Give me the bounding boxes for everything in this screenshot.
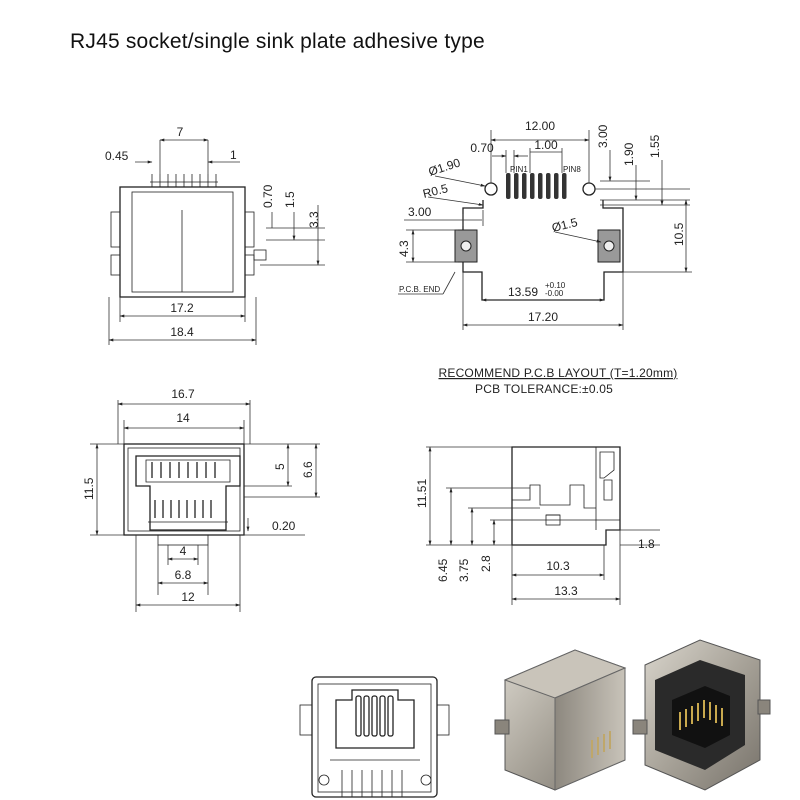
- dim-3-00: 3.00: [408, 205, 432, 219]
- dim-7: 7: [177, 125, 184, 139]
- front-view-drawing: [90, 400, 320, 612]
- dim-2-8: 2.8: [479, 555, 493, 572]
- connector-front-outline: [299, 676, 450, 798]
- tolerance-note: PCB TOLERANCE:±0.05: [475, 382, 613, 396]
- side-view-drawing: [426, 446, 660, 605]
- dim-16-7: 16.7: [171, 387, 195, 401]
- dim-4: 4: [180, 544, 187, 558]
- dim-0-70: 0.70: [261, 184, 275, 208]
- top-view-drawing: [108, 138, 325, 345]
- dim-0-70-pcb: 0.70: [470, 141, 494, 155]
- connector-photo-front: [632, 639, 771, 791]
- dim-12-00: 12.00: [525, 119, 555, 133]
- dim-r0-5: R0.5: [421, 181, 449, 201]
- dim-6-8: 6.8: [175, 568, 192, 582]
- tolerance-upper: +0.10: [545, 281, 566, 290]
- dim-0-20: 0.20: [272, 519, 296, 533]
- dim-1-90: 1.90: [622, 142, 636, 166]
- dim-10-5: 10.5: [672, 222, 686, 246]
- pin8-label: PIN8: [563, 165, 581, 174]
- dim-10-3: 10.3: [546, 559, 570, 573]
- dim-1-8: 1.8: [638, 537, 655, 551]
- dim-17-20: 17.20: [528, 310, 558, 324]
- dim-1: 1: [230, 148, 237, 162]
- dim-13-59: 13.59: [508, 285, 538, 299]
- tolerance-lower: -0.00: [545, 289, 564, 298]
- dim-18-4: 18.4: [170, 325, 194, 339]
- dim-4-3: 4.3: [397, 240, 411, 257]
- pin1-label: PIN1: [510, 165, 528, 174]
- dim-1-00: 1.00: [534, 138, 558, 152]
- dim-1-5: 1.5: [283, 191, 297, 208]
- page-title: RJ45 socket/single sink plate adhesive t…: [70, 30, 485, 53]
- dim-11-5: 11.5: [82, 477, 96, 500]
- dim-3-3: 3.3: [307, 211, 321, 228]
- dim-12: 12: [181, 590, 195, 604]
- dim-14: 14: [176, 411, 190, 425]
- dim-6-45: 6.45: [436, 558, 450, 582]
- dim-dia-1-5: Ø1.5: [550, 215, 579, 235]
- dim-13-3: 13.3: [554, 584, 578, 598]
- dim-6-6: 6.6: [301, 461, 315, 478]
- layout-note: RECOMMEND P.C.B LAYOUT (T=1.20mm): [439, 366, 678, 380]
- dim-dia-1-90: Ø1.90: [427, 155, 463, 179]
- dim-3-00-vert: 3.00: [596, 124, 610, 148]
- pcb-layout-drawing: [398, 130, 692, 330]
- dim-0-45: 0.45: [105, 149, 129, 163]
- pcb-end-label: P.C.B. END: [399, 285, 440, 294]
- dim-5: 5: [273, 463, 287, 470]
- dim-17-2: 17.2: [170, 301, 194, 315]
- dim-1-55: 1.55: [648, 134, 662, 158]
- dim-11-51: 11.51: [415, 479, 429, 508]
- connector-photo-back: [494, 649, 627, 791]
- dim-3-75: 3.75: [457, 558, 471, 582]
